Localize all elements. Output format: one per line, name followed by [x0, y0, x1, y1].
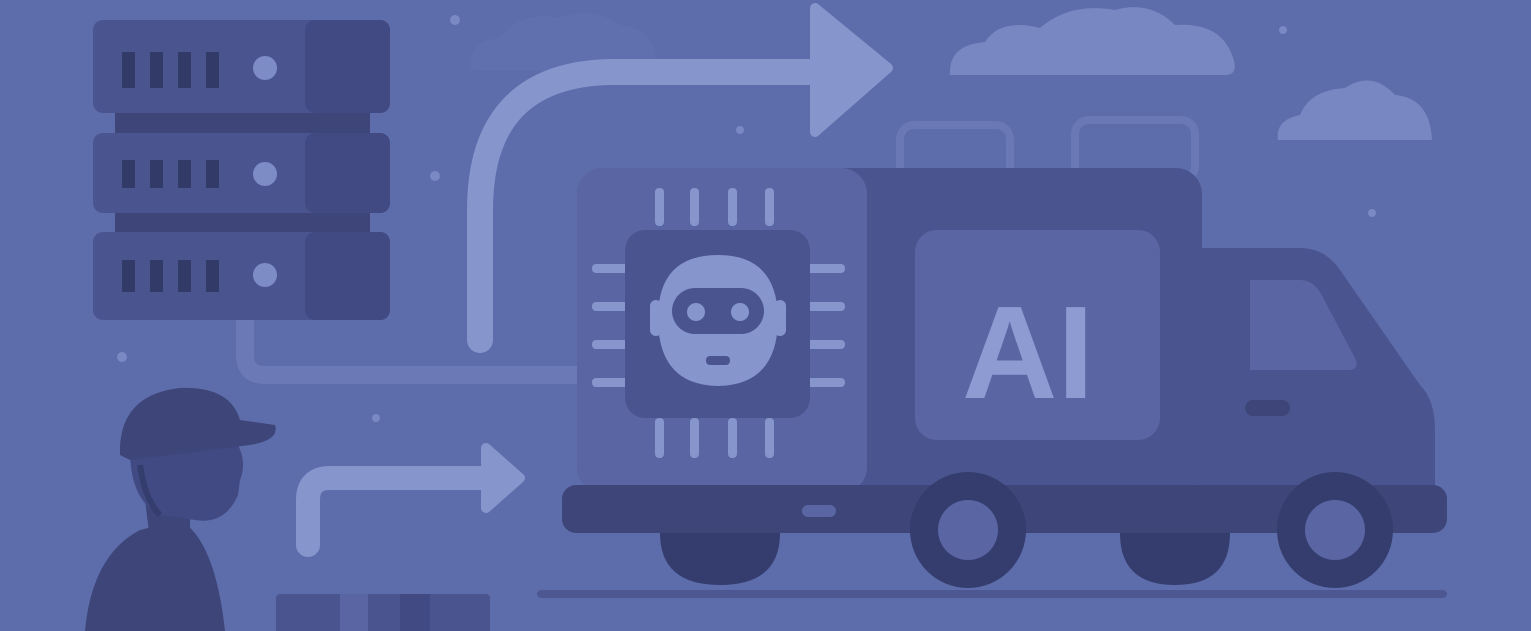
package-box-icon: [276, 594, 490, 631]
sparkle-dots: [117, 15, 1376, 422]
arrow-icon: [467, 3, 893, 353]
ai-label-text: AI: [962, 279, 1094, 426]
road-line: [537, 590, 1447, 598]
connector-line: [236, 311, 589, 384]
cloud-icon: [470, 12, 656, 72]
robot-icon: [650, 255, 786, 386]
arrow-icon: [296, 443, 525, 557]
cloud-icon: [949, 7, 1235, 75]
server-rack-icon: [93, 20, 390, 320]
cloud-icon: [1277, 80, 1432, 140]
ai-label-panel: [915, 230, 1160, 440]
delivery-worker-icon: [85, 387, 276, 631]
